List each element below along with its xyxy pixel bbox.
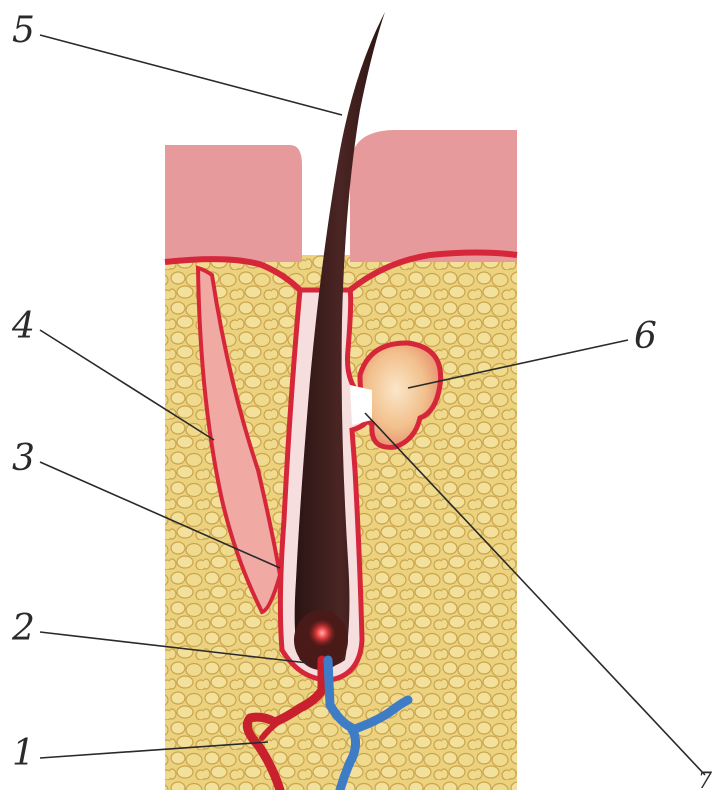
epidermis-right (350, 130, 517, 262)
label-7: 7 (698, 769, 712, 790)
leader-line-5 (40, 35, 342, 115)
label-1: 1 (12, 733, 35, 774)
epidermis-left (165, 145, 302, 262)
label-3: 3 (12, 438, 35, 479)
label-2: 2 (11, 608, 35, 649)
gland-duct (350, 385, 372, 425)
label-6: 6 (634, 316, 657, 357)
label-5: 5 (12, 10, 35, 51)
label-4: 4 (11, 306, 35, 347)
papilla (308, 619, 336, 647)
